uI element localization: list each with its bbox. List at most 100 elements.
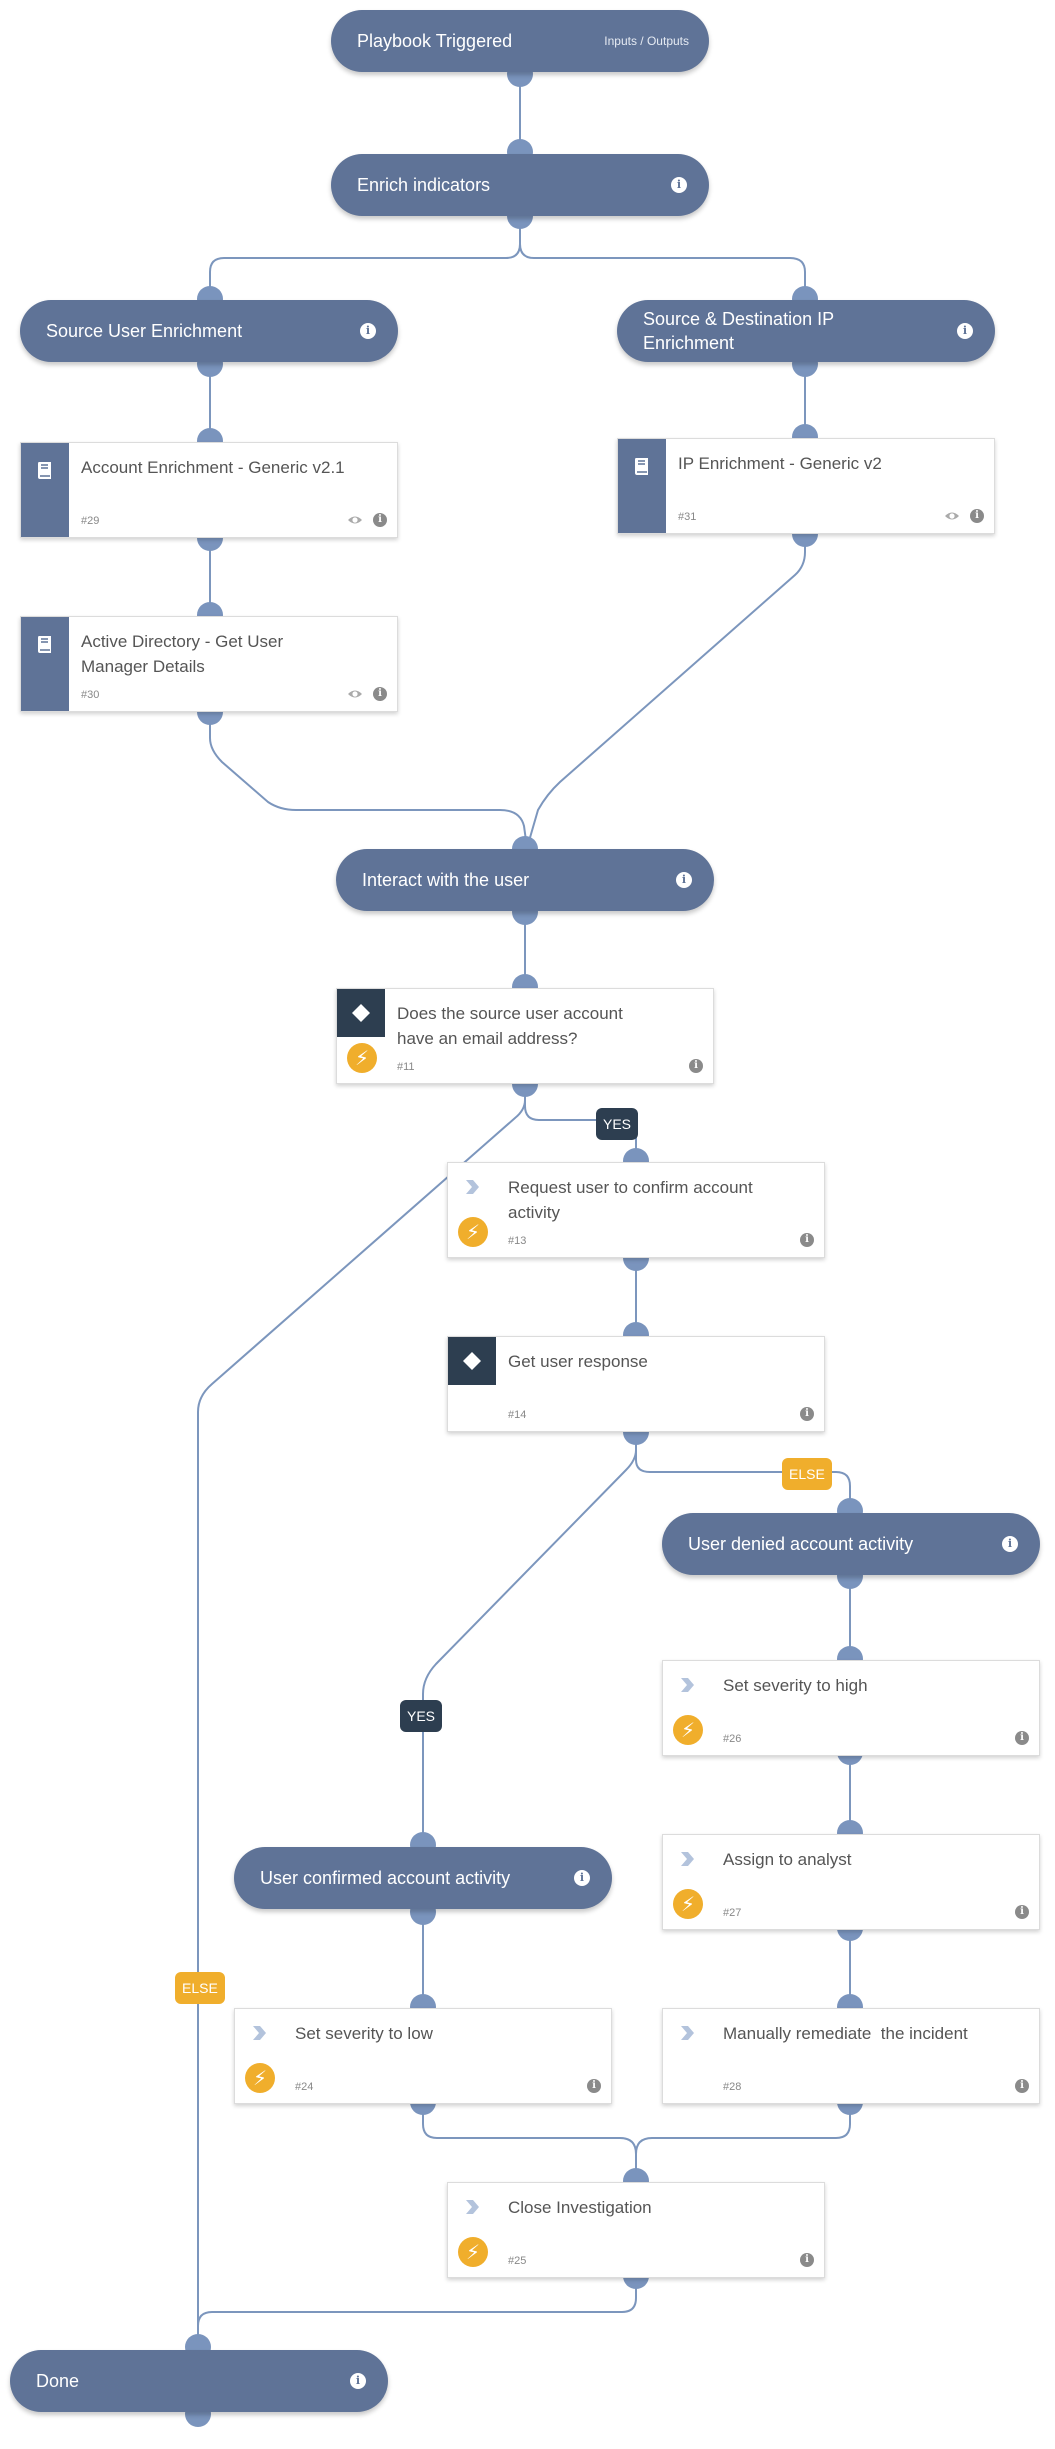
diamond-icon (352, 1004, 370, 1022)
chevron-icon (466, 1180, 479, 1194)
info-icon[interactable]: i (689, 1059, 703, 1073)
task-number: #24 (295, 2081, 314, 2093)
section-playbook-triggered[interactable]: Playbook Triggered Inputs / Outputs (331, 10, 709, 72)
info-icon[interactable]: i (1015, 2079, 1029, 2093)
info-icon[interactable]: i (800, 1233, 814, 1247)
edge-enrich-user (209, 217, 521, 298)
info-icon[interactable]: i (957, 323, 973, 339)
edge-14-denied (635, 1432, 851, 1510)
lightning-icon: ⚡︎ (673, 1715, 703, 1745)
task-27-assign-analyst[interactable]: ⚡︎ Assign to analyst #27 i (662, 1834, 1040, 1930)
section-interact-with-user[interactable]: Interact with the user i (336, 849, 714, 911)
info-icon[interactable]: i (360, 323, 376, 339)
task-28-manually-remediate[interactable]: Manually remediate the incident #28 i (662, 2008, 1040, 2104)
task-number: #29 (81, 515, 100, 527)
branch-yes-label: YES (400, 1700, 443, 1732)
lightning-icon: ⚡︎ (458, 2237, 488, 2267)
task-title: Request user to confirm account activity (508, 1178, 753, 1222)
task-number: #27 (723, 1907, 742, 1919)
info-icon[interactable]: i (800, 1407, 814, 1421)
edge-24-25 (422, 2102, 637, 2180)
info-icon[interactable]: i (1002, 1536, 1018, 1552)
info-icon[interactable]: i (970, 509, 984, 523)
task-26-set-severity-high[interactable]: ⚡︎ Set severity to high #26 i (662, 1660, 1040, 1756)
section-user-denied-account-activity[interactable]: User denied account activity i (662, 1513, 1040, 1575)
section-title: Done (36, 2371, 80, 2391)
chevron-icon (466, 2200, 479, 2214)
edge-31-interact (526, 533, 806, 849)
lightning-icon: ⚡︎ (347, 1043, 377, 1073)
playbook-stripe (21, 443, 69, 537)
inputs-outputs-link[interactable]: Inputs / Outputs (604, 34, 689, 48)
edge-25-done (197, 2276, 637, 2346)
info-icon[interactable]: i (676, 872, 692, 888)
task-number: #26 (723, 1733, 742, 1745)
diamond-icon (463, 1352, 481, 1370)
task-24-set-severity-low[interactable]: ⚡︎ Set severity to low #24 i (234, 2008, 612, 2104)
info-icon[interactable]: i (574, 1870, 590, 1886)
chevron-icon (681, 1678, 694, 1692)
task-title: Active Directory - Get User Manager Deta… (81, 632, 284, 676)
task-25-close-investigation[interactable]: ⚡︎ Close Investigation #25 i (447, 2182, 825, 2278)
task-title: Set severity to low (295, 2024, 433, 2043)
task-31-ip-enrichment[interactable]: IP Enrichment - Generic v2 #31 i (617, 438, 995, 534)
task-title: Does the source user account have an ema… (397, 1004, 623, 1048)
chevron-icon (253, 2026, 266, 2040)
info-icon[interactable]: i (350, 2373, 366, 2389)
task-number: #13 (508, 1235, 527, 1247)
section-source-destination-ip-enrichment[interactable]: Source & Destination IP Enrichment i (617, 300, 995, 362)
section-enrich-indicators[interactable]: Enrich indicators i (331, 154, 709, 216)
info-icon[interactable]: i (373, 687, 387, 701)
info-icon[interactable]: i (671, 177, 687, 193)
eye-icon[interactable] (347, 512, 363, 528)
task-title: Get user response (508, 1352, 648, 1371)
book-icon (38, 636, 51, 653)
branch-yes-label: YES (596, 1108, 639, 1140)
task-title: Close Investigation (508, 2198, 652, 2217)
section-source-user-enrichment[interactable]: Source User Enrichment i (20, 300, 398, 362)
section-title: Source & Destination IP Enrichment (643, 309, 834, 353)
task-title: Account Enrichment - Generic v2.1 (81, 458, 345, 477)
task-title: Manually remediate the incident (723, 2024, 968, 2043)
lightning-icon: ⚡︎ (458, 1217, 488, 1247)
info-icon[interactable]: i (800, 2253, 814, 2267)
edge-28-25 (635, 2102, 851, 2180)
task-number: #30 (81, 689, 100, 701)
section-done[interactable]: Done i (10, 2350, 388, 2412)
task-29-account-enrichment[interactable]: Account Enrichment - Generic v2.1 #29 i (20, 442, 398, 538)
task-number: #28 (723, 2081, 742, 2093)
edge-enrich-ip (519, 217, 806, 298)
task-13-request-confirmation[interactable]: ⚡︎ Request user to confirm account activ… (447, 1162, 825, 1258)
section-title: User confirmed account activity (260, 1868, 511, 1888)
info-icon[interactable]: i (587, 2079, 601, 2093)
section-title: Interact with the user (362, 870, 530, 890)
section-title: Enrich indicators (357, 175, 491, 195)
chevron-icon (681, 1852, 694, 1866)
edge-30-interact (209, 712, 528, 849)
section-user-confirmed-account-activity[interactable]: User confirmed account activity i (234, 1847, 612, 1909)
info-icon[interactable]: i (1015, 1905, 1029, 1919)
book-icon (38, 462, 51, 479)
ports (185, 61, 863, 2427)
playbook-stripe (21, 617, 69, 711)
info-icon[interactable]: i (373, 513, 387, 527)
task-title: IP Enrichment - Generic v2 (678, 454, 882, 473)
task-title: Set severity to high (723, 1676, 868, 1695)
task-number: #14 (508, 1409, 527, 1421)
task-14-get-user-response[interactable]: Get user response #14 i (447, 1336, 825, 1432)
task-number: #31 (678, 511, 697, 523)
task-30-active-directory[interactable]: Active Directory - Get User Manager Deta… (20, 616, 398, 712)
lightning-icon: ⚡︎ (673, 1889, 703, 1919)
task-11-condition[interactable]: ⚡︎ Does the source user account have an … (336, 988, 714, 1084)
book-icon (635, 458, 648, 475)
branch-else-label: ELSE (175, 1972, 225, 2004)
section-title: User denied account activity (688, 1534, 914, 1554)
edge-11-done (197, 1083, 526, 2335)
task-number: #25 (508, 2255, 527, 2267)
info-icon[interactable]: i (1015, 1731, 1029, 1745)
eye-icon[interactable] (347, 686, 363, 702)
edge-14-confirmed (422, 1432, 637, 1844)
lightning-icon: ⚡︎ (245, 2063, 275, 2093)
eye-icon[interactable] (944, 508, 960, 524)
